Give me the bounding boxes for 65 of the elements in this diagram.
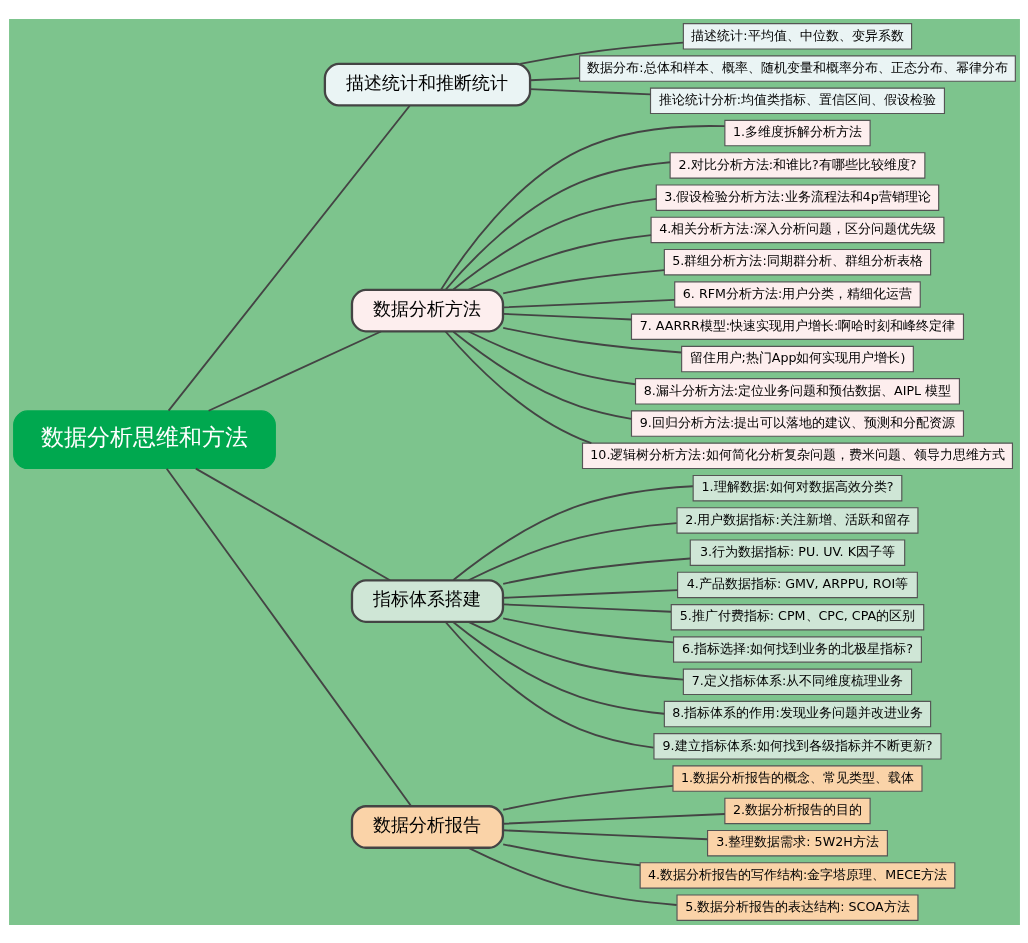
node-box: 数据分析方法 bbox=[350, 288, 504, 333]
connector bbox=[501, 616, 674, 643]
node-box: 5.数据分析报告的表达结构: SCOA方法 bbox=[675, 893, 918, 921]
node-box: 6.指标选择:如何找到业务的北极星指标? bbox=[672, 635, 922, 663]
node-box: 1.数据分析报告的概念、常见类型、载体 bbox=[671, 764, 923, 792]
connector bbox=[501, 842, 641, 866]
node-box: 数据分析思维和方法 bbox=[12, 409, 276, 469]
connector bbox=[501, 326, 682, 353]
node-box: 3.假设检验分析方法:业务流程法和4p营销理论 bbox=[655, 183, 939, 211]
node-box: 10.逻辑树分析方法:如何简化分析复杂问题，费米问题、领导力思维方式 bbox=[581, 442, 1013, 469]
node-box: 3.整理数据需求: 5W2H方法 bbox=[706, 829, 888, 856]
connector bbox=[501, 602, 672, 613]
node-box: 数据分析报告 bbox=[350, 804, 504, 849]
connector bbox=[444, 620, 654, 748]
node-box: 留住用户;热门App如何实现用户增长) bbox=[680, 345, 914, 372]
node-box: 数据分布:总体和样本、概率、随机变量和概率分布、正态分布、幂律分布 bbox=[578, 54, 1016, 82]
connector bbox=[467, 330, 636, 385]
node-box: 9.回归分析方法:提出可以落地的建议、预测和分配资源 bbox=[630, 409, 964, 437]
connector bbox=[444, 330, 592, 444]
connector bbox=[444, 160, 671, 291]
connector bbox=[451, 330, 632, 420]
connector bbox=[501, 784, 674, 811]
connector bbox=[451, 620, 665, 715]
connector bbox=[467, 620, 684, 680]
node-box: 8.漏斗分析方法:定位业务问题和预估数据、AIPL 模型 bbox=[634, 377, 960, 405]
node-box: 2.用户数据指标:关注新增、活跃和留存 bbox=[675, 506, 918, 534]
connector bbox=[467, 521, 677, 581]
node-box: 描述统计:平均值、中位数、变异系数 bbox=[682, 22, 912, 50]
connector bbox=[467, 846, 677, 906]
node-box: 5.群组分析方法:同期群分析、群组分析表格 bbox=[663, 248, 931, 275]
connector bbox=[501, 828, 708, 840]
connector bbox=[167, 104, 411, 412]
connector bbox=[501, 268, 665, 294]
connector bbox=[165, 467, 412, 807]
node-box: 3.行为数据指标: PU. UV. K因子等 bbox=[689, 538, 905, 566]
connector bbox=[467, 233, 652, 291]
node-box: 5.推广付费指标: CPM、CPC, CPA的区别 bbox=[670, 603, 924, 630]
connector bbox=[528, 87, 651, 95]
node-box: 4.相关分析方法:深入分析问题，区分问题优先级 bbox=[650, 216, 944, 243]
connector bbox=[518, 41, 684, 65]
connector bbox=[501, 588, 678, 599]
node-box: 4.产品数据指标: GMV, ARPPU, ROI等 bbox=[676, 571, 918, 598]
node-box: 2.对比分析方法:和谁比?有哪些比较维度? bbox=[669, 151, 925, 179]
node-box: 7. AARRR模型:快速实现用户增长:啊哈时刻和峰终定律 bbox=[630, 313, 964, 340]
connector bbox=[501, 298, 676, 308]
node-box: 6. RFM分析方法:用户分类，精细化运营 bbox=[673, 280, 921, 308]
connector bbox=[194, 467, 391, 581]
connector bbox=[501, 812, 726, 825]
node-box: 7.定义指标体系:从不同维度梳理业务 bbox=[682, 668, 912, 695]
node-box: 8.指标体系的作用:发现业务问题并改进业务 bbox=[663, 700, 931, 727]
connector bbox=[451, 484, 694, 581]
node-box: 2.数据分析报告的目的 bbox=[723, 797, 871, 824]
connector bbox=[207, 330, 382, 412]
node-box: 4.数据分析报告的写作结构:金字塔原理、MECE方法 bbox=[639, 861, 955, 889]
node-box: 1.理解数据:如何对数据高效分类? bbox=[692, 474, 902, 501]
connector bbox=[439, 124, 726, 291]
node-box: 推论统计分析:均值类指标、置信区间、假设检验 bbox=[649, 87, 945, 114]
connector bbox=[451, 197, 657, 290]
node-box: 9.建立指标体系:如何找到各级指标并不断更新? bbox=[652, 732, 942, 760]
node-box: 指标体系搭建 bbox=[350, 578, 504, 623]
node-box: 1.多维度拆解分析方法 bbox=[723, 119, 871, 146]
connector bbox=[501, 312, 632, 320]
connector bbox=[501, 557, 691, 585]
node-box: 描述统计和推断统计 bbox=[323, 62, 531, 107]
connector bbox=[528, 76, 580, 81]
